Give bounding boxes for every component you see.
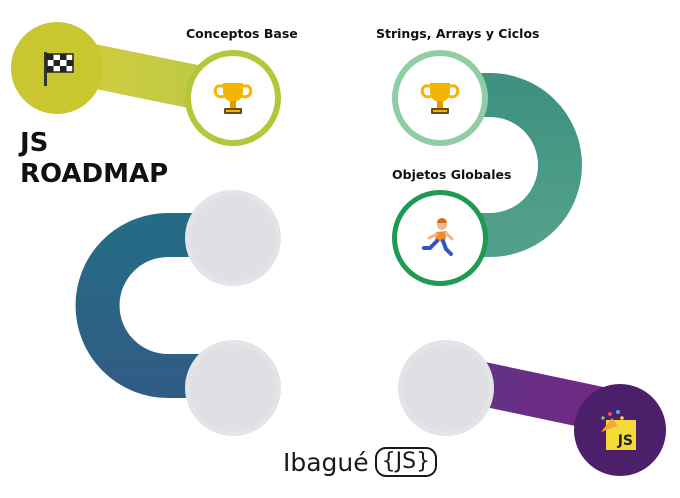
milestone-node-5 — [185, 340, 281, 436]
finish-node: JS — [574, 384, 666, 476]
party-popper-icon — [601, 410, 624, 432]
trophy-icon — [420, 83, 460, 114]
start-node — [11, 22, 103, 114]
milestone-label-3: Objetos Globales — [392, 167, 512, 182]
milestone-node-3 — [392, 190, 488, 286]
milestone-node-1 — [185, 50, 281, 146]
trophy-icon — [213, 83, 253, 114]
checkered-flag-icon — [44, 52, 74, 86]
milestone-node-6 — [398, 340, 494, 436]
brand-logo: Ibagué {JS} — [283, 447, 438, 477]
milestone-node-2 — [392, 50, 488, 146]
path-segment-right-curve — [440, 73, 582, 257]
brand-badge: {JS} — [374, 447, 438, 477]
js-badge-text: JS — [617, 433, 633, 449]
page-title: JS ROADMAP — [20, 128, 168, 190]
milestone-node-4 — [185, 190, 281, 286]
runner-icon — [422, 218, 454, 256]
title-line-1: JS — [20, 128, 49, 158]
milestone-label-2: Strings, Arrays y Ciclos — [376, 26, 540, 41]
milestone-label-1: Conceptos Base — [186, 26, 298, 41]
title-line-2: ROADMAP — [20, 159, 169, 189]
path-segment-left-curve — [75, 213, 235, 398]
brand-name: Ibagué — [283, 447, 369, 477]
